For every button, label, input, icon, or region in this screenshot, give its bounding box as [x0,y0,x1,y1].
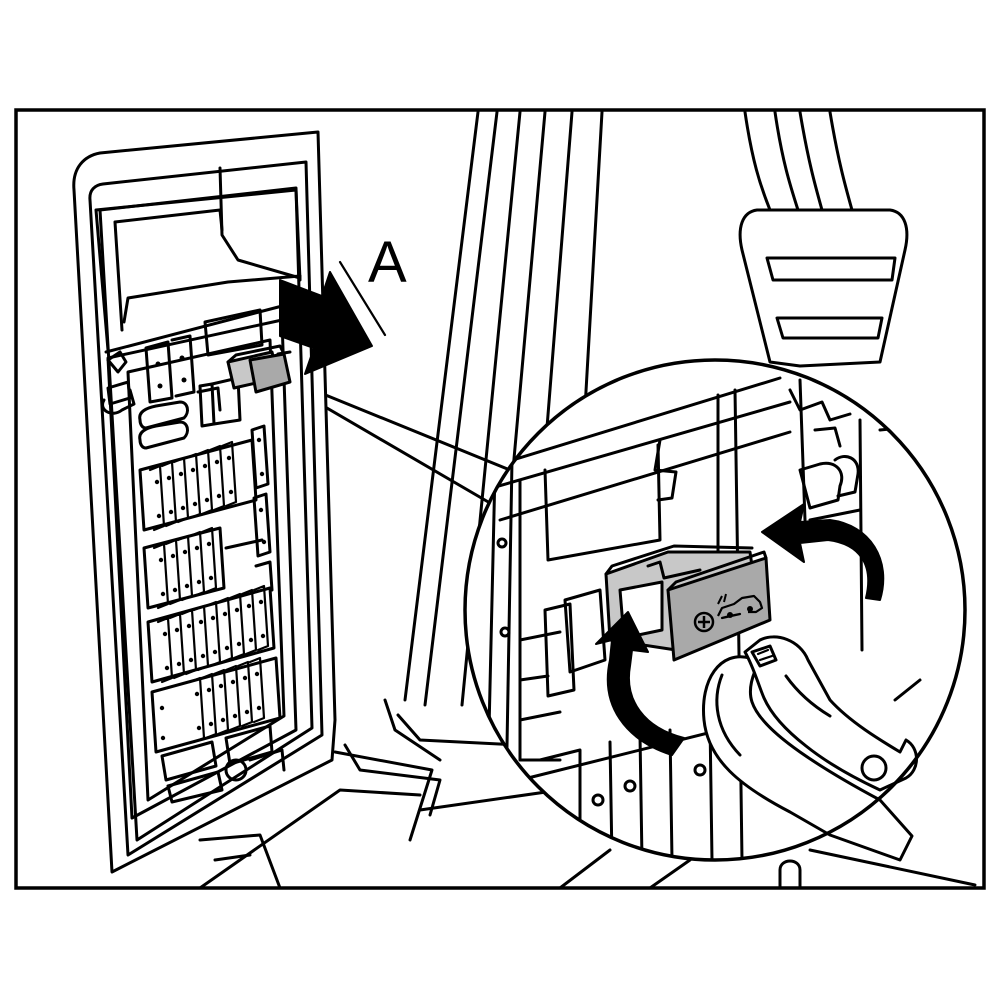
pedal [738,110,909,368]
magnified-view [463,358,967,862]
arrow-icon [279,271,373,375]
guide-line-upper [294,381,512,472]
curved-arrow-icon-lower [595,611,685,756]
fuse-box-panel [72,130,337,874]
illustration-frame [14,108,986,890]
fuse-row-3 [146,560,276,684]
fuse-row-4 [150,656,282,754]
callout-label: A [368,230,407,295]
car-icon [717,593,764,620]
floor [198,743,977,888]
guide-line-lower [294,388,492,505]
fuse-row-1 [138,424,270,532]
battery-plus-icon [693,611,715,633]
fuse-component-a [226,344,292,394]
fuse-component-enlarged [604,544,772,662]
fuse-row-2 [142,492,272,610]
background-scene [198,110,977,888]
pliers-icon [701,635,918,862]
curved-arrow-icon [761,503,885,601]
callout-a: A [279,230,407,375]
